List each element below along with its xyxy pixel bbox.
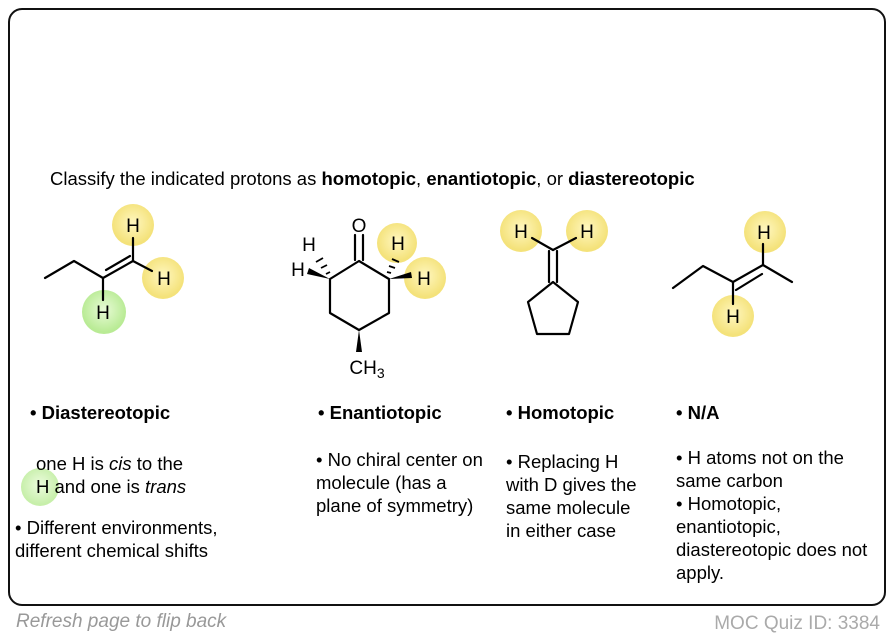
atom-h: H <box>417 269 431 290</box>
answer-heading-3: • Homotopic <box>506 402 615 423</box>
answer-body-1: one H is cis to the H and one is trans <box>36 453 187 497</box>
flip-back-hint: Refresh page to flip back <box>16 611 227 632</box>
atom-h: H <box>291 260 305 281</box>
molecule-1-butene <box>43 236 154 302</box>
question-text: Classify the indicated protons as homoto… <box>50 168 695 189</box>
atom-h: H <box>757 223 771 244</box>
atom-h: H <box>580 222 594 243</box>
methyl-label: CH3 <box>349 358 384 381</box>
answer-body-1b: • Different environments, different chem… <box>15 517 218 561</box>
flashcard[interactable] <box>8 8 886 606</box>
answer-body-4: • H atoms not on the same carbon • Homot… <box>676 447 868 583</box>
answer-heading-1: • Diastereotopic <box>30 402 171 423</box>
answer-heading-4: • N/A <box>676 402 720 423</box>
atom-h: H <box>157 269 171 290</box>
atom-h: H <box>302 235 316 256</box>
answer-body-3: • Replacing H with D gives the same mole… <box>506 451 637 541</box>
atom-h: H <box>126 216 140 237</box>
atom-h: H <box>96 303 110 324</box>
atom-o: O <box>352 216 367 237</box>
atom-h: H <box>514 222 528 243</box>
molecule-4-pentene <box>671 242 794 306</box>
answer-body-2: • No chiral center on molecule (has a pl… <box>316 449 483 516</box>
quiz-id: MOC Quiz ID: 3384 <box>714 613 880 634</box>
highlight-circles <box>21 204 786 506</box>
atom-h: H <box>726 307 740 328</box>
molecule-3-methylenecyclopentane <box>526 236 580 336</box>
atom-h: H <box>391 234 405 255</box>
answer-heading-2: • Enantiotopic <box>318 402 442 423</box>
